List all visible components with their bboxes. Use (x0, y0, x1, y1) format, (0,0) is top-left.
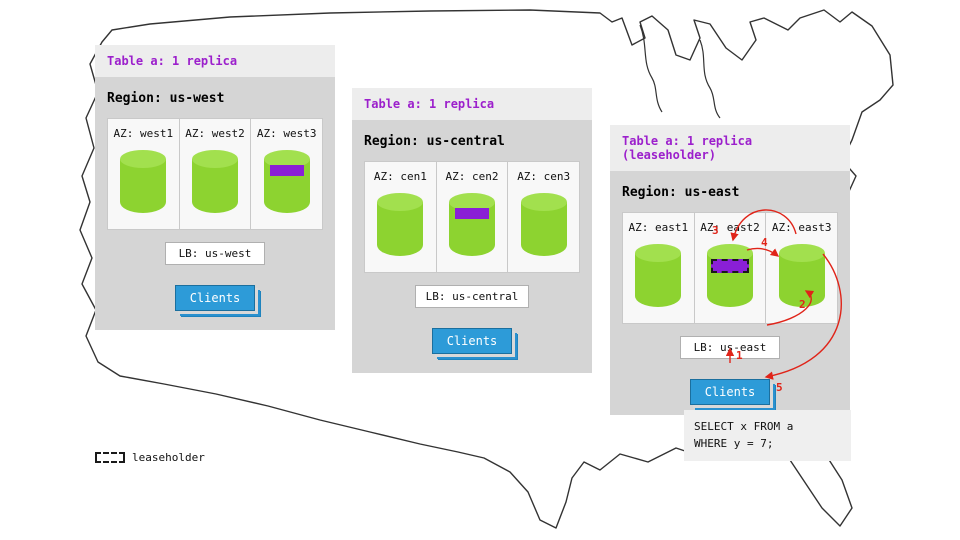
replica-cylinder (707, 244, 753, 307)
leaseholder-range-chip (711, 259, 749, 273)
panel-body: Region: us-central AZ: cen1 AZ: cen2 AZ:… (352, 120, 592, 368)
replica-range-chip (269, 165, 304, 176)
az-label: AZ: cen2 (445, 170, 499, 183)
az-column: AZ: cen1 (365, 162, 437, 272)
flow-step-4: 4 (761, 236, 768, 249)
az-label: AZ: east1 (628, 221, 689, 234)
az-label: AZ: west1 (113, 127, 174, 140)
az-column: AZ: cen2 (437, 162, 509, 272)
az-box: AZ: west1 AZ: west2 AZ: west3 (107, 118, 323, 230)
flow-step-2: 2 (799, 298, 806, 311)
replica-cylinder (520, 193, 567, 256)
sql-query-box: SELECT x FROM a WHERE y = 7; (684, 410, 851, 461)
panel-body: Region: us-west AZ: west1 AZ: west2 AZ: … (95, 77, 335, 325)
replica-range-chip (455, 208, 489, 219)
az-label: AZ: east3 (771, 221, 832, 234)
clients-button: Clients (689, 379, 771, 405)
table-replica-header: Table a: 1 replica (352, 88, 592, 120)
az-label: AZ: cen1 (373, 170, 427, 183)
clients-wrap: Clients (364, 328, 580, 354)
az-column: AZ: west2 (180, 119, 252, 229)
legend: leaseholder (95, 451, 205, 464)
flow-step-3: 3 (712, 224, 719, 237)
region-label: Region: us-west (107, 91, 225, 106)
load-balancer-box: LB: us-central (414, 285, 530, 308)
az-label: AZ: east2 (700, 221, 760, 234)
table-replica-header: Table a: 1 replica (95, 45, 335, 77)
flow-step-5: 5 (776, 381, 783, 394)
region-panel-us-east: Table a: 1 replica (leaseholder) Region:… (610, 125, 850, 415)
az-column: AZ: west3 (251, 119, 322, 229)
legend-label: leaseholder (132, 451, 205, 464)
az-label: AZ: west3 (256, 127, 317, 140)
clients-button: Clients (431, 328, 513, 354)
region-label: Region: us-central (364, 134, 505, 149)
clients-wrap: Clients (622, 379, 838, 405)
az-column: AZ: cen3 (508, 162, 579, 272)
az-label: AZ: west2 (185, 127, 245, 140)
replica-cylinder (635, 244, 682, 307)
az-column: AZ: east2 (695, 213, 767, 323)
replica-cylinder (192, 150, 238, 213)
flow-step-1: 1 (736, 349, 743, 362)
az-column: AZ: east1 (623, 213, 695, 323)
region-panel-us-central: Table a: 1 replica Region: us-central AZ… (352, 88, 592, 373)
az-column: AZ: west1 (108, 119, 180, 229)
load-balancer-box: LB: us-west (165, 242, 265, 265)
panel-body: Region: us-east AZ: east1 AZ: east2 AZ: … (610, 171, 850, 419)
replica-cylinder (377, 193, 424, 256)
replica-cylinder (263, 150, 310, 213)
table-replica-header: Table a: 1 replica (leaseholder) (610, 125, 850, 171)
leaseholder-swatch-icon (95, 452, 125, 463)
az-label: AZ: cen3 (517, 170, 571, 183)
replica-cylinder (120, 150, 167, 213)
clients-button: Clients (174, 285, 256, 311)
replica-cylinder (449, 193, 495, 256)
region-panel-us-west: Table a: 1 replica Region: us-west AZ: w… (95, 45, 335, 330)
region-label: Region: us-east (622, 185, 740, 200)
clients-wrap: Clients (107, 285, 323, 311)
az-box: AZ: cen1 AZ: cen2 AZ: cen3 (364, 161, 580, 273)
load-balancer-box: LB: us-east (680, 336, 780, 359)
